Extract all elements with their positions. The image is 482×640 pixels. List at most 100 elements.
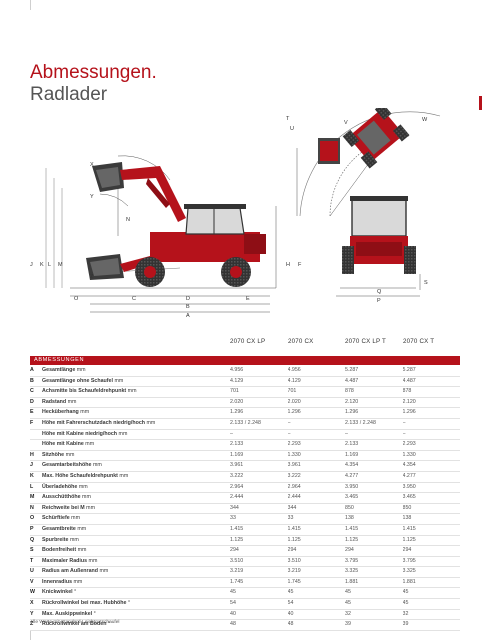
row-key: B [30,376,42,388]
row-value: 2.133 [230,439,288,451]
dimension-diagram: T U V W [30,108,441,319]
row-unit: mm [78,483,88,490]
row-value: 1.296 [230,407,288,419]
dim-label-W: W [422,117,428,123]
row-unit: mm [82,494,91,501]
row-key: H [30,450,42,462]
footnote: Alle Werte mit Standard-Leichtgutschaufe… [30,620,120,625]
dim-label-H: H [286,262,290,268]
row-value: 3.961 [230,460,288,472]
row-unit: mm [88,557,98,564]
side-view-loader: X Y N J K L M Z H F O C D E B A [30,155,302,319]
row-label: Sitzhöhe [42,451,65,458]
row-value: 2.133 / 2.248 [345,418,403,430]
row-label: Ausschütthöhe [42,494,81,501]
row-value: 294 [287,545,345,557]
row-value: 3.222 [287,471,345,483]
row-value: 2.133 [345,439,403,451]
row-label-cell: Max. Auskippwinkel ° [42,609,230,621]
row-value: 4.354 [402,460,460,472]
row-key: S [30,545,42,557]
row-key: L [30,482,42,494]
row-value: 1.296 [287,407,345,419]
row-value: 3.795 [402,556,460,568]
page-title: Abmessungen. Radlader [30,62,157,106]
section-title: ABMESSUNGEN [34,357,85,363]
row-key: P [30,524,42,536]
row-label: Max. Auskippwinkel [42,610,93,617]
model-column-1: 2070 CX LP [230,338,266,345]
row-label: Bodenfreiheit [42,547,77,554]
dim-label-X: X [90,162,94,168]
row-value: 45 [345,598,403,610]
row-value: 138 [345,513,403,525]
row-label-cell: Radstand mm [42,397,230,409]
dim-label-F: F [298,262,302,268]
row-value: 48 [287,619,345,631]
row-label-cell: Hecküberhang mm [42,407,230,419]
table-row: Höhe mit Kabine niedrig/hoch mm–––– [30,429,460,441]
row-value: 45 [402,598,460,610]
row-label-cell: Achsmitte bis Schaufeldrehpunkt mm [42,386,230,398]
row-value: 45 [345,587,403,600]
row-value: 40 [230,609,288,621]
row-label: Innenradius [42,578,73,585]
row-value: 48 [230,619,288,631]
row-value: 878 [402,386,460,398]
row-value: 33 [230,513,288,525]
row-value: 3.510 [287,556,345,568]
dim-label-K: K [40,262,44,268]
row-value: 294 [230,545,288,557]
row-value: 1.330 [402,450,460,462]
row-label-cell: Max. Höhe Schaufeldrehpunkt mm [42,471,230,483]
dim-label-P: P [377,298,381,304]
row-key: Q [30,535,42,547]
row-value: 3.465 [345,492,403,504]
row-value: – [287,429,345,441]
row-value: 3.510 [230,556,288,568]
row-label-cell: Gesamtbreite mm [42,524,230,536]
row-key: Y [30,609,42,621]
row-value: 5.287 [402,366,460,377]
row-value: 138 [402,513,460,525]
row-label: Gesamtlänge ohne Schaufel [42,377,113,384]
dim-label-U: U [290,126,294,132]
row-value: – [402,429,460,441]
row-key: V [30,577,42,589]
dim-label-E: E [246,296,250,302]
top-view-turning: T U V W [286,108,441,217]
row-value: 294 [345,545,403,557]
row-value: 4.277 [402,471,460,483]
row-value: 54 [230,598,288,610]
page-title-line1: Abmessungen. [30,62,157,83]
row-value: 850 [345,503,403,515]
row-label: Max. Höhe Schaufeldrehpunkt [42,472,118,479]
row-unit: mm [114,377,124,384]
row-key: U [30,566,42,578]
dim-label-B: B [186,304,190,310]
row-label: Höhe mit Kabine niedrig/hoch [42,430,118,437]
row-unit: mm [69,536,79,543]
row-value: 4.956 [287,366,345,377]
dim-label-A: A [186,313,190,319]
row-label-cell: Knickwinkel ° [42,587,230,600]
dim-label-Z: Z [90,274,94,280]
row-value: 32 [402,609,460,621]
page-edge-marker [479,96,482,110]
row-value: 3.465 [402,492,460,504]
row-value: 1.296 [345,407,403,419]
row-value: 1.330 [287,450,345,462]
